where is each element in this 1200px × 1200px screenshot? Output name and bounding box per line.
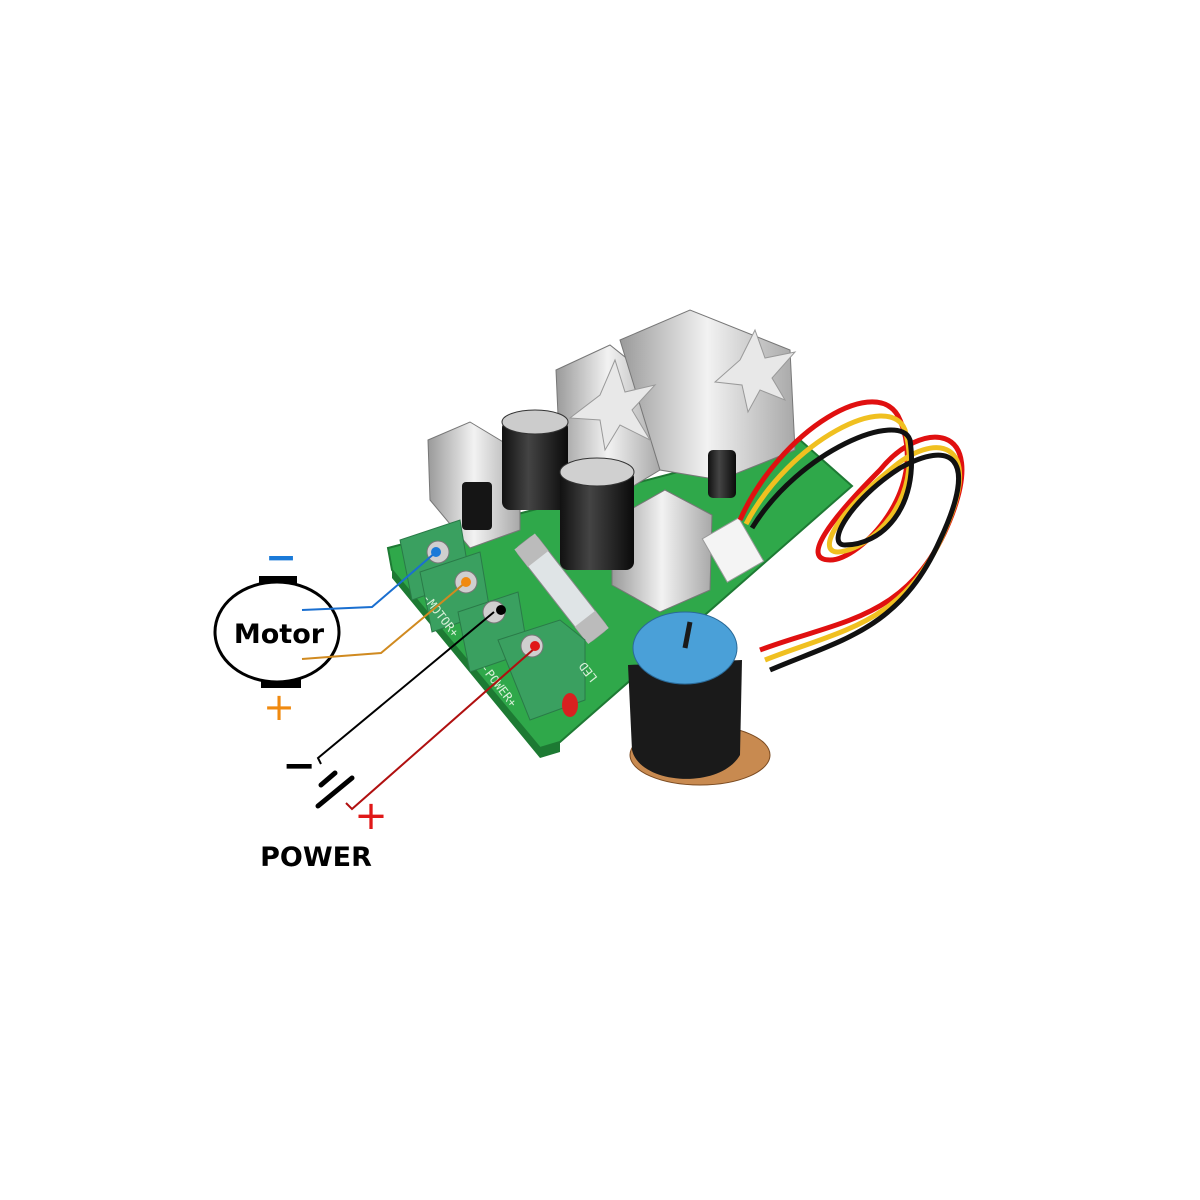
motor-label: Motor — [234, 619, 325, 650]
motor-plus-sign: + — [263, 685, 295, 729]
capacitor-small — [708, 450, 736, 498]
wire-motor-positive — [301, 581, 467, 660]
wire-end-dot-black — [496, 605, 506, 615]
motor-brush-top — [259, 576, 297, 585]
power-minus-sign: − — [282, 743, 316, 789]
motor-brush-bottom — [261, 679, 301, 688]
wire-end-dot-blue — [431, 547, 441, 557]
wire-end-dot-orange — [461, 577, 471, 587]
heatsink-fin-star-2 — [713, 328, 797, 414]
power-plus-sign: + — [354, 793, 388, 839]
cable-connector — [701, 517, 765, 583]
pwm-controller-board: -MOTOR+ -POWER+ LED — [386, 309, 854, 758]
wire-power-positive — [345, 647, 536, 811]
battery-symbol — [315, 770, 355, 809]
heatsink-fin-star-1 — [568, 358, 657, 452]
led — [562, 693, 578, 717]
heatsink-front-small — [611, 489, 713, 613]
wire-end-dot-red — [530, 641, 540, 651]
capacitor-2 — [559, 457, 635, 570]
fuse — [514, 533, 609, 645]
motor-minus-sign: − — [265, 535, 297, 579]
wire-power-negative — [316, 611, 495, 765]
potentiometer-cable — [737, 399, 965, 673]
wire-motor-negative — [301, 551, 437, 611]
potentiometer-knob[interactable] — [628, 611, 771, 786]
capacitor-1 — [501, 409, 569, 510]
knob-indicator — [682, 621, 693, 649]
mosfet — [462, 482, 492, 530]
power-label: POWER — [260, 842, 372, 873]
motor-symbol: Motor — [213, 576, 341, 688]
motor-body — [213, 580, 341, 684]
